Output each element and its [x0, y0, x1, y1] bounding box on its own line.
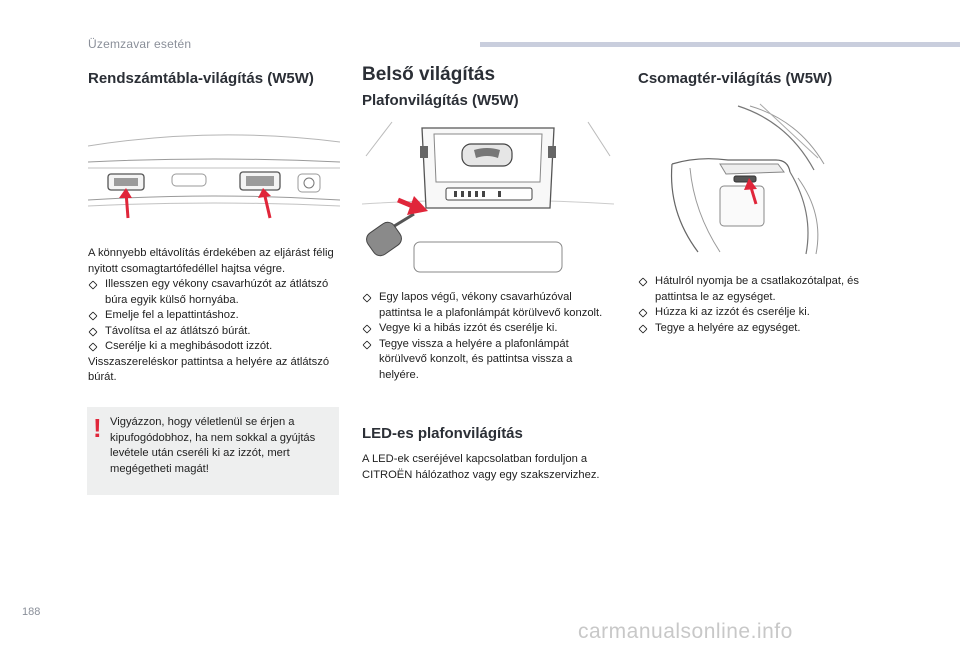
step-item: Vegye ki a hibás izzót és cserélje ki. — [362, 321, 604, 337]
step-item: Hátulról nyomja be a csatlakozótalpat, é… — [638, 274, 878, 305]
section-header: Üzemzavar esetén — [88, 37, 192, 51]
interior-lighting-title: Belső világítás — [362, 64, 496, 85]
license-plate-illustration — [88, 118, 340, 228]
led-ceiling-text: A LED-ek cseréjével kapcsolatban fordulj… — [362, 453, 600, 481]
license-plate-light-title: Rendszámtábla-világítás (W5W) — [88, 70, 314, 87]
step-item: Emelje fel a lepattintáshoz. — [88, 308, 344, 324]
header-bar — [480, 42, 960, 47]
step-item: Tegye a helyére az egységet. — [638, 321, 878, 337]
trunk-light-instructions: Hátulról nyomja be a csatlakozótalpat, é… — [638, 274, 878, 336]
trunk-light-title: Csomagtér-világítás (W5W) — [638, 70, 833, 87]
step-item: Illesszen egy vékony csavarhúzót az átlá… — [88, 277, 344, 308]
license-plate-instructions: A könnyebb eltávolítás érdekében az eljá… — [88, 246, 344, 386]
step-item: Távolítsa el az átlátszó búrát. — [88, 324, 344, 340]
ceiling-light-instructions: Egy lapos végű, vékony csavarhúzóval pat… — [362, 290, 604, 383]
page-number: 188 — [22, 606, 41, 618]
led-ceiling-title: LED-es plafonvilágítás — [362, 425, 523, 442]
outro-text: Visszaszereléskor pattintsa a helyére az… — [88, 355, 330, 384]
step-item: Tegye vissza a helyére a plafonlámpát kö… — [362, 337, 604, 384]
warning-box: ! Vigyázzon, hogy véletlenül se érjen a … — [87, 407, 339, 495]
ceiling-light-title: Plafonvilágítás (W5W) — [362, 92, 519, 109]
ceiling-light-illustration — [362, 116, 614, 276]
watermark: carmanualsonline.info — [578, 620, 793, 643]
trunk-light-illustration — [638, 102, 888, 262]
step-item: Cserélje ki a meghibásodott izzót. — [88, 339, 344, 355]
warning-text: Vigyázzon, hogy véletlenül se érjen a ki… — [110, 416, 316, 475]
warning-icon: ! — [93, 413, 102, 443]
step-item: Húzza ki az izzót és cserélje ki. — [638, 305, 878, 321]
step-item: Egy lapos végű, vékony csavarhúzóval pat… — [362, 290, 604, 321]
intro-text: A könnyebb eltávolítás érdekében az eljá… — [88, 247, 334, 275]
